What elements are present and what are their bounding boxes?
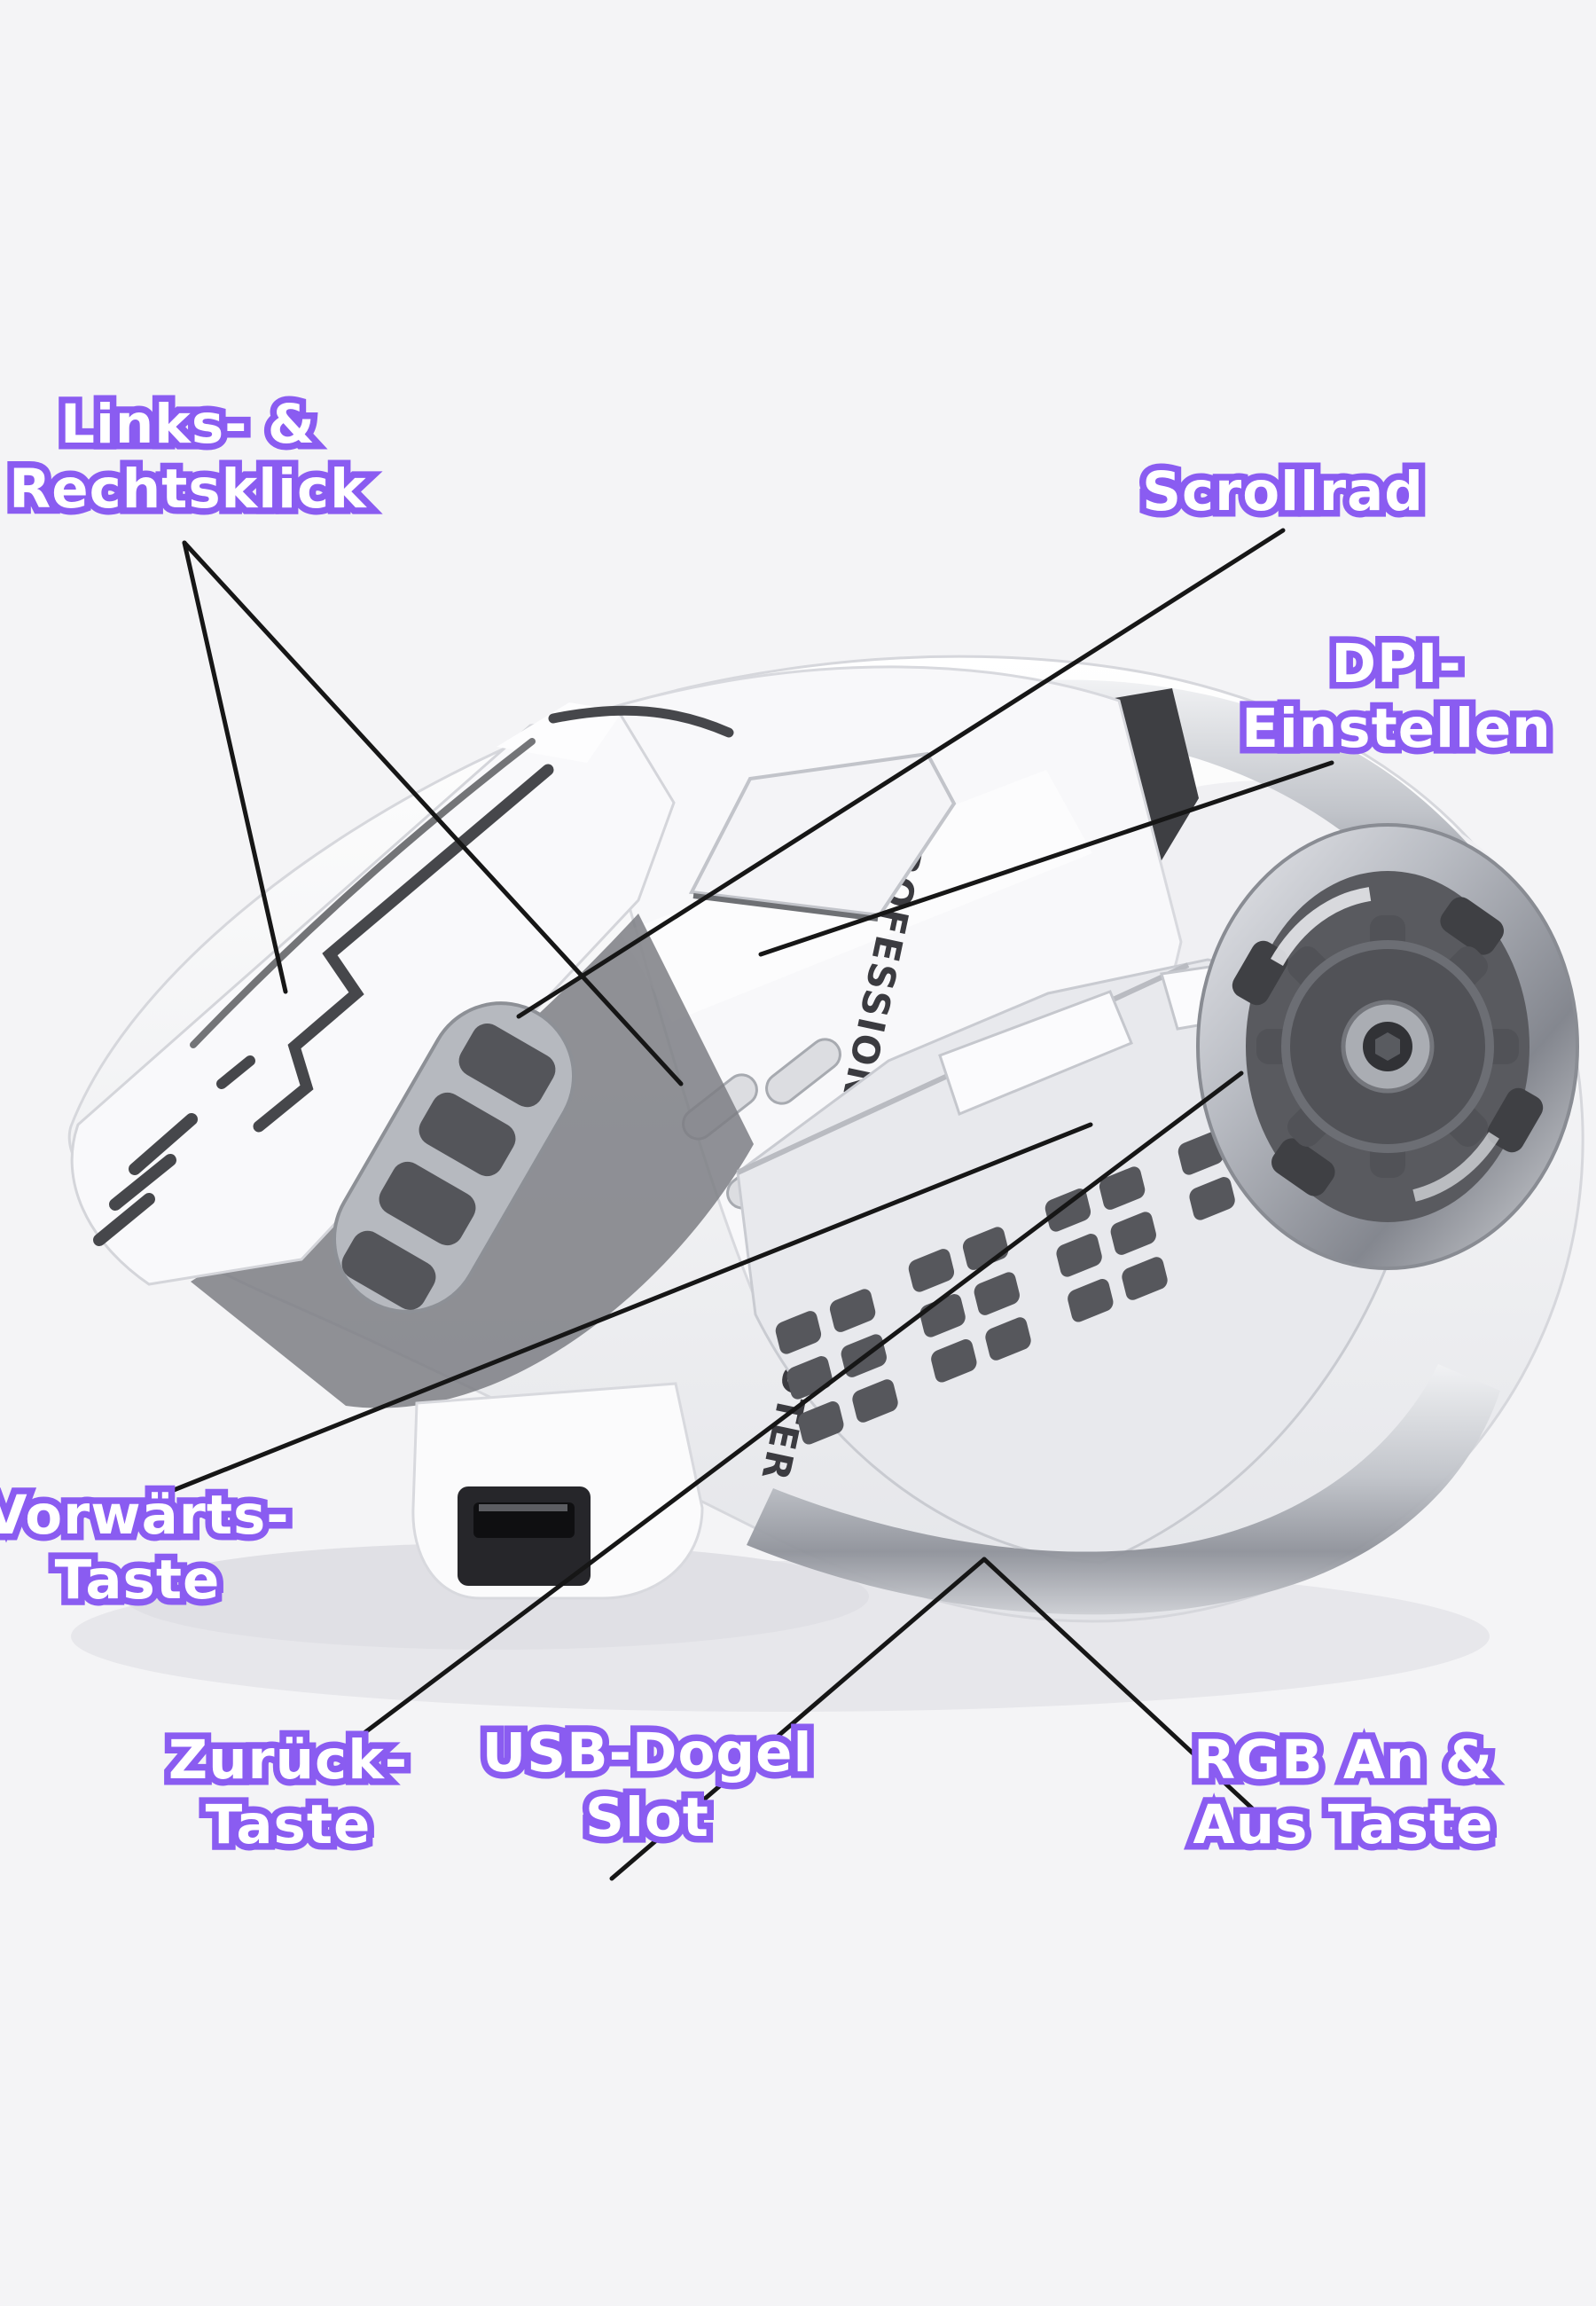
label-outline: Links- &Rechtsklick: [3, 387, 373, 528]
label-forward-button: Vorwärts-Taste Vorwärts-Taste: [0, 1478, 332, 1619]
rear-gear-ornament: [1196, 823, 1579, 1270]
side-vents: [775, 1110, 1289, 1445]
label-outline: Zurück-Taste: [161, 1722, 413, 1863]
side-strip-forward: [938, 990, 1133, 1116]
label-outline: RGB An &Aus Taste: [1186, 1722, 1499, 1863]
label-scroll-wheel: Scrollrad Scrollrad: [1088, 454, 1478, 530]
label-outline: Vorwärts-Taste: [0, 1478, 295, 1619]
line-scroll-wheel: [516, 528, 1286, 1019]
label-text: Scrollrad: [1142, 460, 1424, 523]
left-button: [70, 702, 734, 1286]
label-rgb-button: RGB An &Aus Taste RGB An &Aus Taste: [1130, 1722, 1556, 1863]
label-back-button: Zurück-Taste Zurück-Taste: [93, 1722, 483, 1863]
label-text: Vorwärts-Taste: [0, 1484, 290, 1612]
line-back-button: [352, 1071, 1244, 1743]
label-text: DPI-Einstellen: [1241, 632, 1552, 760]
left-button-etching: [93, 705, 734, 1246]
line-forward-button: [171, 1122, 1093, 1493]
line-dpi-button: [758, 760, 1334, 957]
line-rgb-button: [982, 1557, 1277, 1831]
mouse-body: PROFESSIONAL FPS SHOOTER: [67, 655, 1584, 1623]
dpi-button: [688, 751, 957, 922]
annotation-lines: [171, 528, 1334, 1881]
line-right-click: [182, 540, 684, 1086]
label-text: Zurück-Taste: [168, 1729, 409, 1856]
chrome-bottom-trim: [747, 1364, 1500, 1615]
label-text: Links- &Rechtsklick: [9, 393, 367, 521]
line-usb-slot: [609, 1557, 987, 1881]
label-outline: Scrollrad: [1136, 454, 1430, 530]
label-text: RGB An &Aus Taste: [1193, 1729, 1494, 1856]
label-outline: DPI-Einstellen: [1235, 626, 1557, 767]
front-bottom-shell: [411, 1382, 704, 1600]
line-left-click: [182, 540, 288, 994]
scroll-wheel: [332, 1001, 575, 1314]
label-dpi: DPI-Einstellen DPI-Einstellen: [1201, 626, 1592, 767]
label-left-right-click: Links- &Rechtsklick Links- &Rechtsklick: [0, 387, 383, 528]
